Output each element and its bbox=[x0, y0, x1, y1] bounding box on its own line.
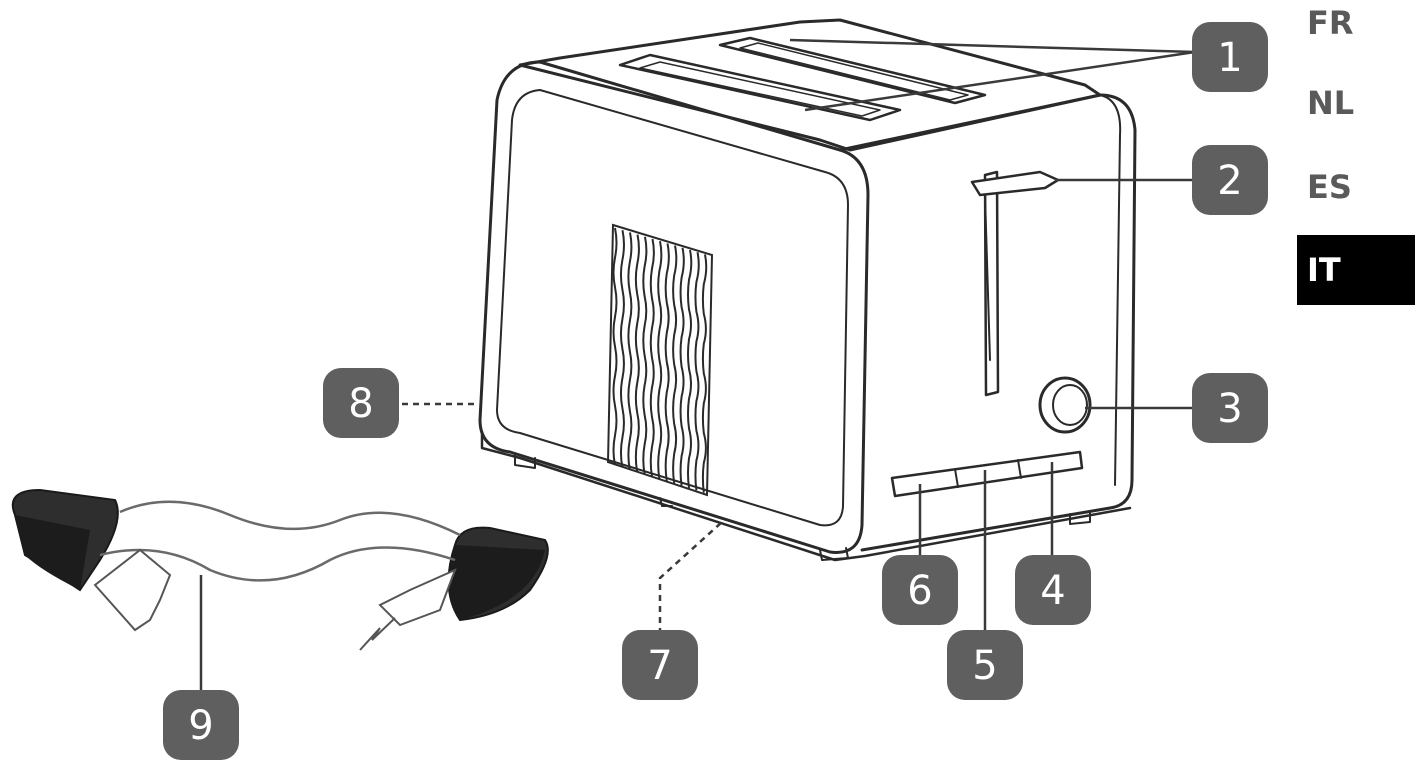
language-tab-it[interactable]: IT bbox=[1297, 235, 1415, 305]
language-tab-label: IT bbox=[1307, 251, 1341, 289]
toaster-top bbox=[518, 18, 1102, 152]
callout-9-label: 9 bbox=[188, 703, 213, 749]
browning-dial bbox=[1038, 376, 1092, 434]
browning-dial-inner bbox=[1052, 384, 1088, 426]
accessory bbox=[11, 488, 549, 651]
vent-grille-line bbox=[701, 254, 708, 493]
callout-3-label: 3 bbox=[1217, 386, 1242, 432]
callout-6-label: 6 bbox=[907, 568, 932, 614]
language-tab-nl[interactable]: NL bbox=[1297, 68, 1415, 138]
callout-5-label: 5 bbox=[972, 643, 997, 689]
accessory-piece-right-shade bbox=[448, 545, 545, 620]
vent-grille-line bbox=[642, 236, 648, 475]
callout-7-label: 7 bbox=[647, 643, 672, 689]
button-divider bbox=[1017, 459, 1022, 479]
accessory-cable bbox=[119, 500, 461, 537]
accessory-ribbon-left bbox=[93, 548, 172, 632]
callout-9: 9 bbox=[163, 690, 239, 760]
callout-4: 4 bbox=[1015, 555, 1091, 625]
vent-grille-line bbox=[634, 234, 640, 473]
bread-slot-back bbox=[718, 36, 987, 105]
accessory-cable bbox=[99, 546, 456, 582]
vent-grille-frame bbox=[606, 223, 714, 497]
bread-slot-front-inner bbox=[639, 61, 881, 117]
callout-5: 5 bbox=[947, 630, 1023, 700]
vent-grille-line bbox=[679, 247, 685, 486]
callout-4-label: 4 bbox=[1040, 568, 1065, 614]
vent-grille-line bbox=[664, 243, 670, 482]
foot bbox=[514, 454, 536, 469]
toaster bbox=[478, 18, 1137, 562]
foot bbox=[1069, 511, 1091, 525]
vent-grille bbox=[606, 223, 714, 497]
callout-2: 2 bbox=[1192, 145, 1268, 215]
callouts: 1 2 3 4 5 6 7 bbox=[163, 22, 1268, 760]
bread-slot-front bbox=[618, 53, 902, 122]
side-panel-edge bbox=[1099, 94, 1122, 486]
language-tab-es[interactable]: ES bbox=[1297, 152, 1415, 222]
callout-8: 8 bbox=[323, 368, 399, 438]
leader-line-7 bbox=[658, 521, 723, 645]
side-panel bbox=[838, 93, 1137, 552]
callout-3: 3 bbox=[1192, 373, 1268, 443]
lever-slot bbox=[983, 170, 1000, 397]
button-divider bbox=[954, 468, 959, 488]
accessory-ribbon-right bbox=[378, 568, 457, 627]
front-panel-inner bbox=[496, 89, 849, 527]
toaster-base bbox=[480, 430, 1132, 562]
vent-grille-line bbox=[672, 245, 678, 484]
foot bbox=[659, 497, 673, 507]
vent-grille-line bbox=[657, 241, 663, 479]
callout-1: 1 bbox=[1192, 22, 1268, 92]
callout-8-label: 8 bbox=[348, 381, 373, 427]
bread-slot-back-inner bbox=[739, 42, 969, 101]
language-tab-label: NL bbox=[1307, 84, 1355, 122]
leader-lines bbox=[199, 38, 1196, 700]
leader-line-1b bbox=[804, 50, 1196, 112]
leader-line-1a bbox=[789, 38, 1196, 54]
language-tab-label: FR bbox=[1307, 4, 1354, 42]
language-tab-label: ES bbox=[1307, 168, 1352, 206]
vent-grille-line bbox=[612, 227, 618, 466]
vent-grille-line bbox=[649, 238, 655, 477]
vent-grille-line bbox=[627, 232, 633, 470]
accessory-piece-left-shade bbox=[15, 515, 90, 590]
lever bbox=[970, 170, 1060, 197]
vent-grille-line bbox=[619, 230, 625, 468]
accessory-ribbon-zigzag bbox=[359, 617, 396, 651]
callout-2-label: 2 bbox=[1217, 158, 1242, 204]
lever-stem bbox=[984, 194, 991, 361]
callout-1-label: 1 bbox=[1217, 35, 1242, 81]
vent-grille-line bbox=[687, 249, 693, 489]
language-tab-fr[interactable]: FR bbox=[1297, 0, 1415, 58]
front-panel-outer bbox=[478, 60, 870, 554]
callout-7: 7 bbox=[622, 630, 698, 700]
callout-6: 6 bbox=[882, 555, 958, 625]
vent-grille-line bbox=[694, 252, 700, 491]
foot bbox=[819, 547, 849, 561]
